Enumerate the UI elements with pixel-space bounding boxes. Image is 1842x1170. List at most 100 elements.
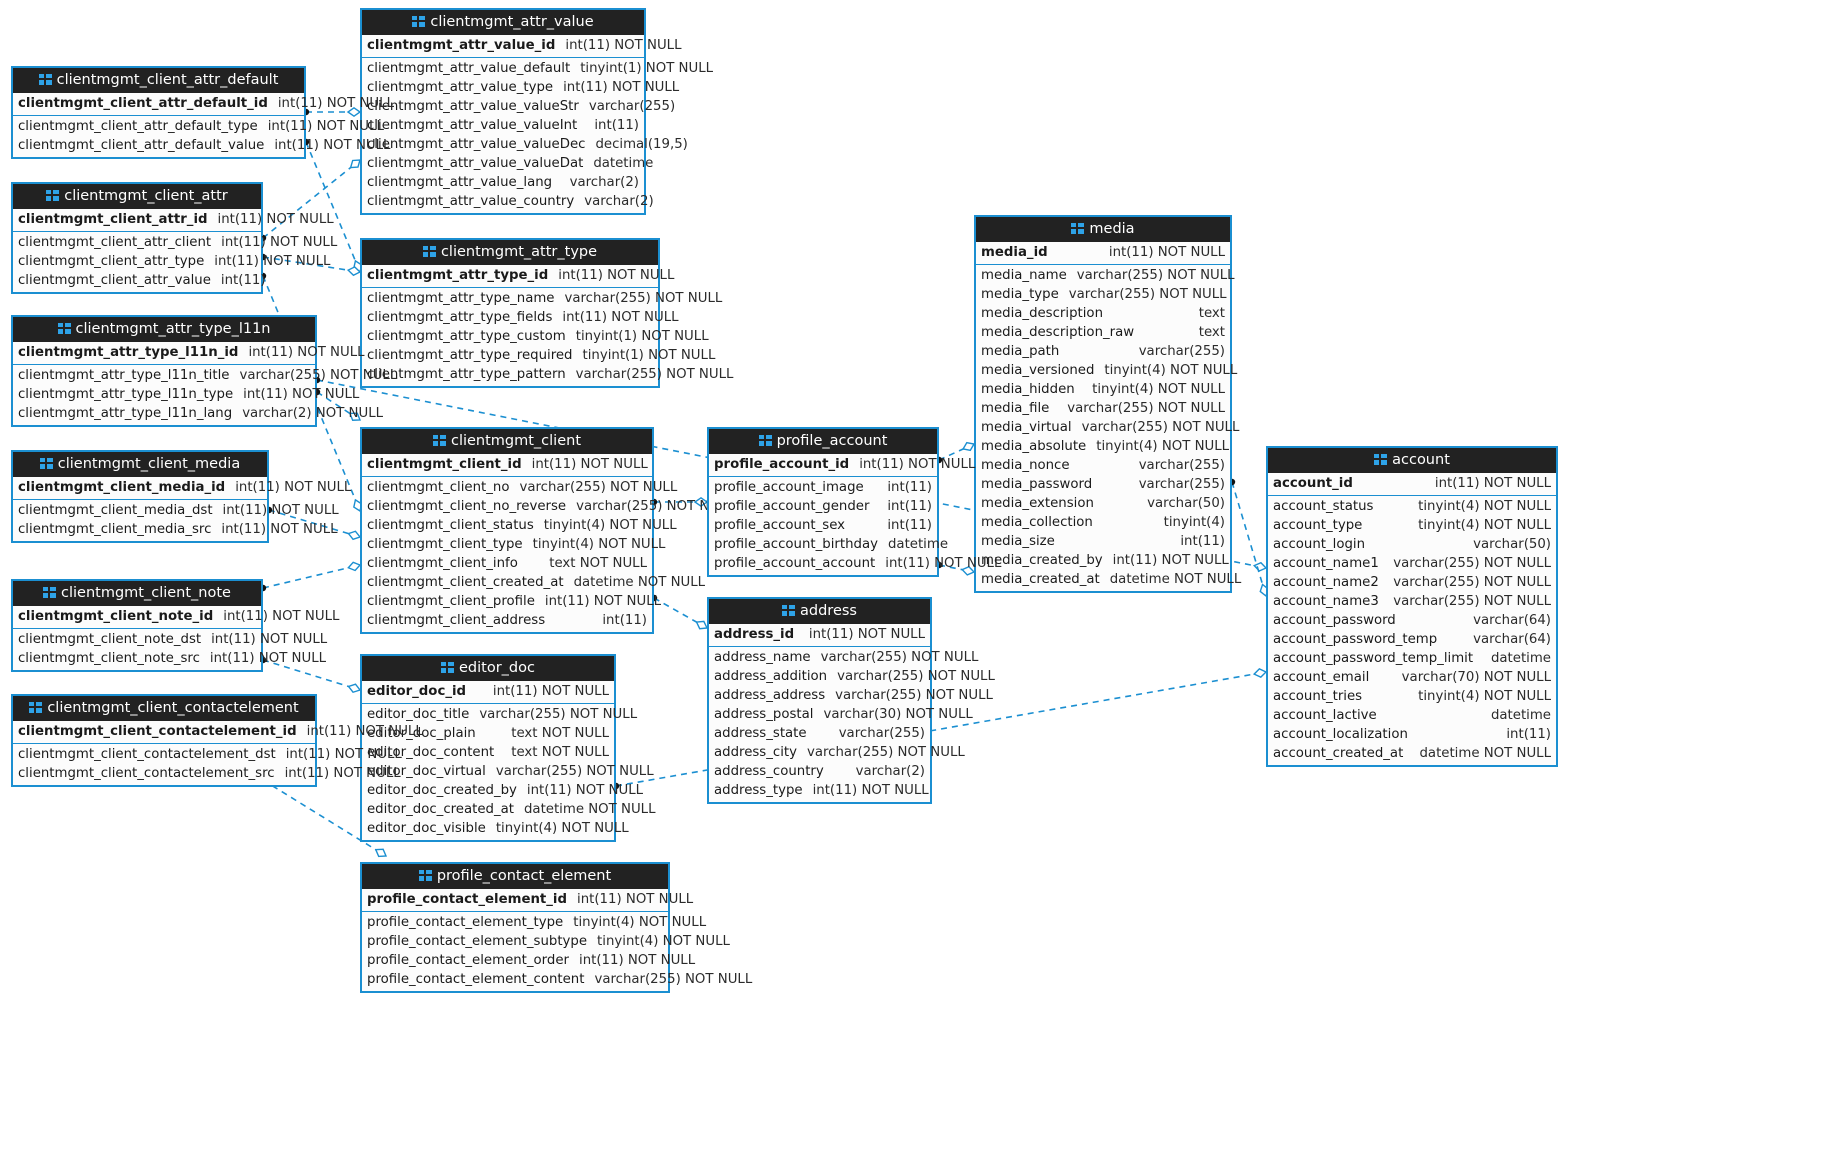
table-header[interactable]: media: [976, 217, 1230, 242]
table-header[interactable]: editor_doc: [362, 656, 614, 681]
table-header[interactable]: clientmgmt_attr_type: [362, 240, 658, 265]
table-header[interactable]: clientmgmt_attr_type_l11n: [13, 317, 315, 342]
table-header[interactable]: clientmgmt_client_note: [13, 581, 261, 606]
table-header[interactable]: account: [1268, 448, 1556, 473]
table-header[interactable]: clientmgmt_client_contactelement: [13, 696, 315, 721]
table-header[interactable]: profile_account: [709, 429, 937, 454]
